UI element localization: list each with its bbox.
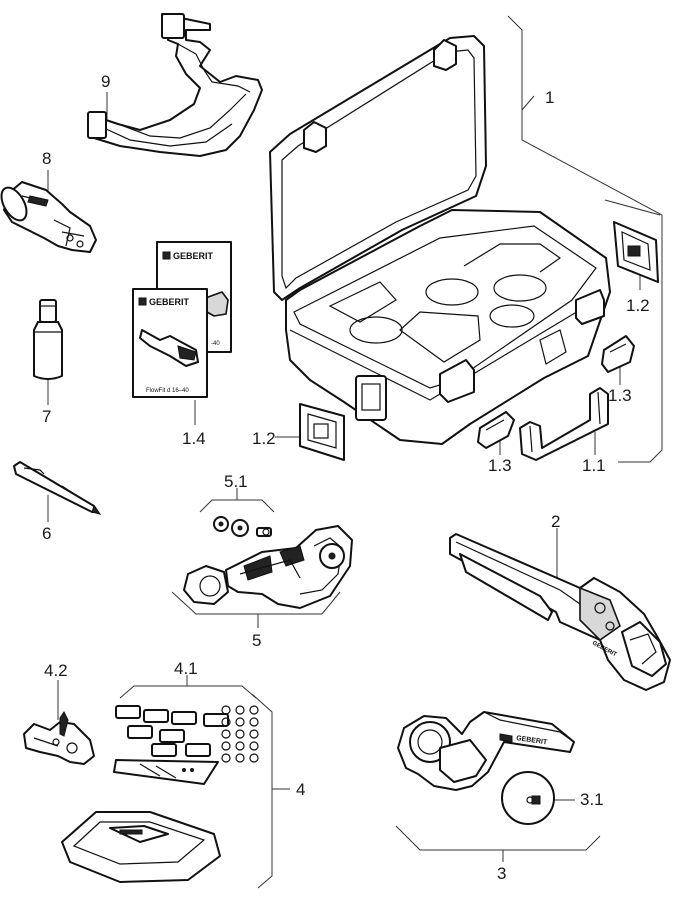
tool-case [269,35,611,445]
label-case-clip-right: 1.2 [626,296,650,315]
tube-cutter [183,525,353,609]
pressing-tool: GEBERIT [449,533,671,691]
shoulder-strap [87,13,263,157]
calibration-tool [0,181,97,253]
case-clip-left [299,403,345,461]
label-booklet: 1.4 [182,429,206,448]
cutter-spare-parts [213,516,272,537]
flowfit-booklet: GEBERIT -40 GEBERIT FlowFit d 16–40 [132,241,232,398]
label-case-clip-left: 1.2 [252,429,276,448]
marker-pen [13,461,102,515]
booklet-front-brand: GEBERIT [149,297,190,307]
label-calibration-tool: 8 [42,149,52,168]
label-cutter-wheel: 3.1 [580,790,604,809]
booklet-back-caption: -40 [211,341,220,347]
label-shoulder-strap: 9 [101,72,111,91]
cutter-wheel [501,771,555,825]
pipe-cutter: GEBERIT [397,711,575,791]
label-lubricant-bottle: 7 [42,407,52,426]
booklet-back-brand: GEBERIT [173,251,214,261]
label-insert-set: 4.1 [174,659,198,678]
case-insert-bracket [519,387,609,461]
label-case-insert-bracket: 1.1 [582,456,606,475]
insert-set [113,705,259,785]
case-latch-left [477,411,515,449]
deburring-tool [23,711,95,765]
label-cutter-spares: 5.1 [224,472,248,491]
label-case: 1 [545,88,555,107]
case-latch-right [601,335,635,373]
label-tube-cutter: 5 [252,631,262,650]
label-pressing-tool: 2 [551,512,561,531]
booklet-caption: FlowFit d 16–40 [146,388,189,394]
case-clip-right [613,221,659,283]
label-deburring-tool: 4.2 [44,661,68,680]
label-tool-set: 4 [296,780,306,799]
label-case-latch-left: 1.3 [488,456,512,475]
pipe-cutter-brand: GEBERIT [516,735,549,746]
leader-lines [47,15,663,889]
label-pipe-cutter-set: 3 [497,864,507,883]
tool-box [61,811,221,883]
label-case-latch-right: 1.3 [608,386,632,405]
label-marker-pen: 6 [42,524,52,543]
lubricant-bottle [33,299,63,380]
